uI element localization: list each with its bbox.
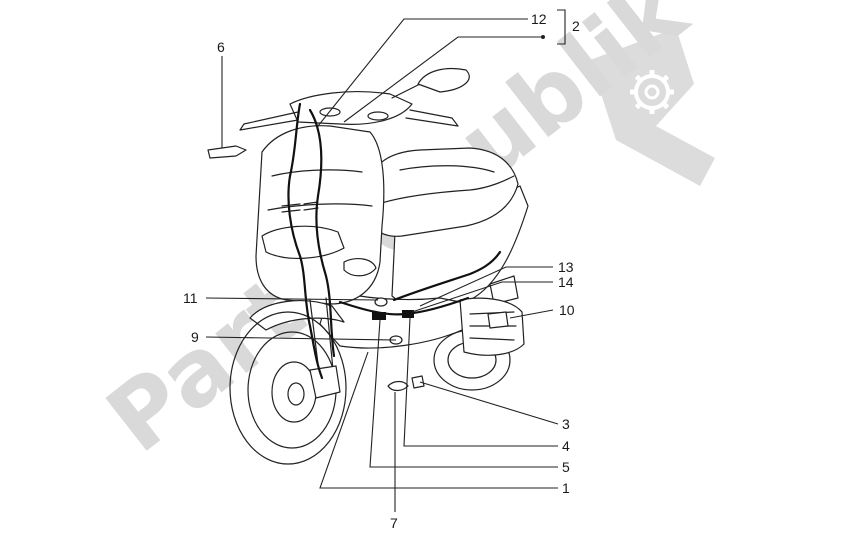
- shield-panel-line: [267, 169, 373, 211]
- loose-parts: [207, 145, 425, 392]
- mirror: [391, 67, 470, 99]
- callout-9: 9: [191, 329, 199, 345]
- connector-box: [402, 310, 414, 318]
- callout-12: 12: [531, 11, 547, 27]
- cable-to-cdi: [392, 250, 502, 302]
- gear-icon: [630, 70, 674, 114]
- callout-10: 10: [559, 302, 575, 318]
- callout-2: 2: [572, 18, 580, 34]
- callout-labels: 12 2 6 13 14 11 10 9 3 4 5 1 7: [183, 11, 580, 531]
- ignition-coil: [487, 311, 509, 329]
- part-6-bracket: [207, 145, 247, 159]
- callout-11: 11: [183, 290, 198, 306]
- callout-1: 1: [562, 480, 570, 496]
- brake-caliper: [309, 365, 341, 399]
- shield-vents: [281, 201, 319, 213]
- callout-14: 14: [558, 274, 574, 290]
- part-3-plug: [411, 375, 425, 389]
- headlight: [261, 225, 345, 259]
- handlebar: [239, 91, 459, 131]
- callout-3: 3: [562, 416, 570, 432]
- callout-13: 13: [558, 259, 574, 275]
- callout-6: 6: [217, 39, 225, 55]
- wiring-harness: [287, 102, 509, 380]
- callout-4: 4: [562, 438, 570, 454]
- front-shield: [255, 125, 385, 305]
- front-fender: [249, 300, 345, 331]
- secondary-cable: [308, 108, 336, 358]
- seat: [364, 147, 519, 237]
- main-cable: [287, 102, 324, 380]
- grommet: [374, 297, 388, 307]
- callout-7: 7: [390, 515, 398, 531]
- connector-box: [372, 312, 386, 320]
- rear-light: [489, 275, 519, 305]
- leader-lines: [205, 9, 566, 512]
- scooter-drawing: [229, 67, 529, 465]
- part-7-cap: [387, 380, 409, 392]
- indicator-light: [343, 258, 377, 277]
- callout-5: 5: [562, 459, 570, 475]
